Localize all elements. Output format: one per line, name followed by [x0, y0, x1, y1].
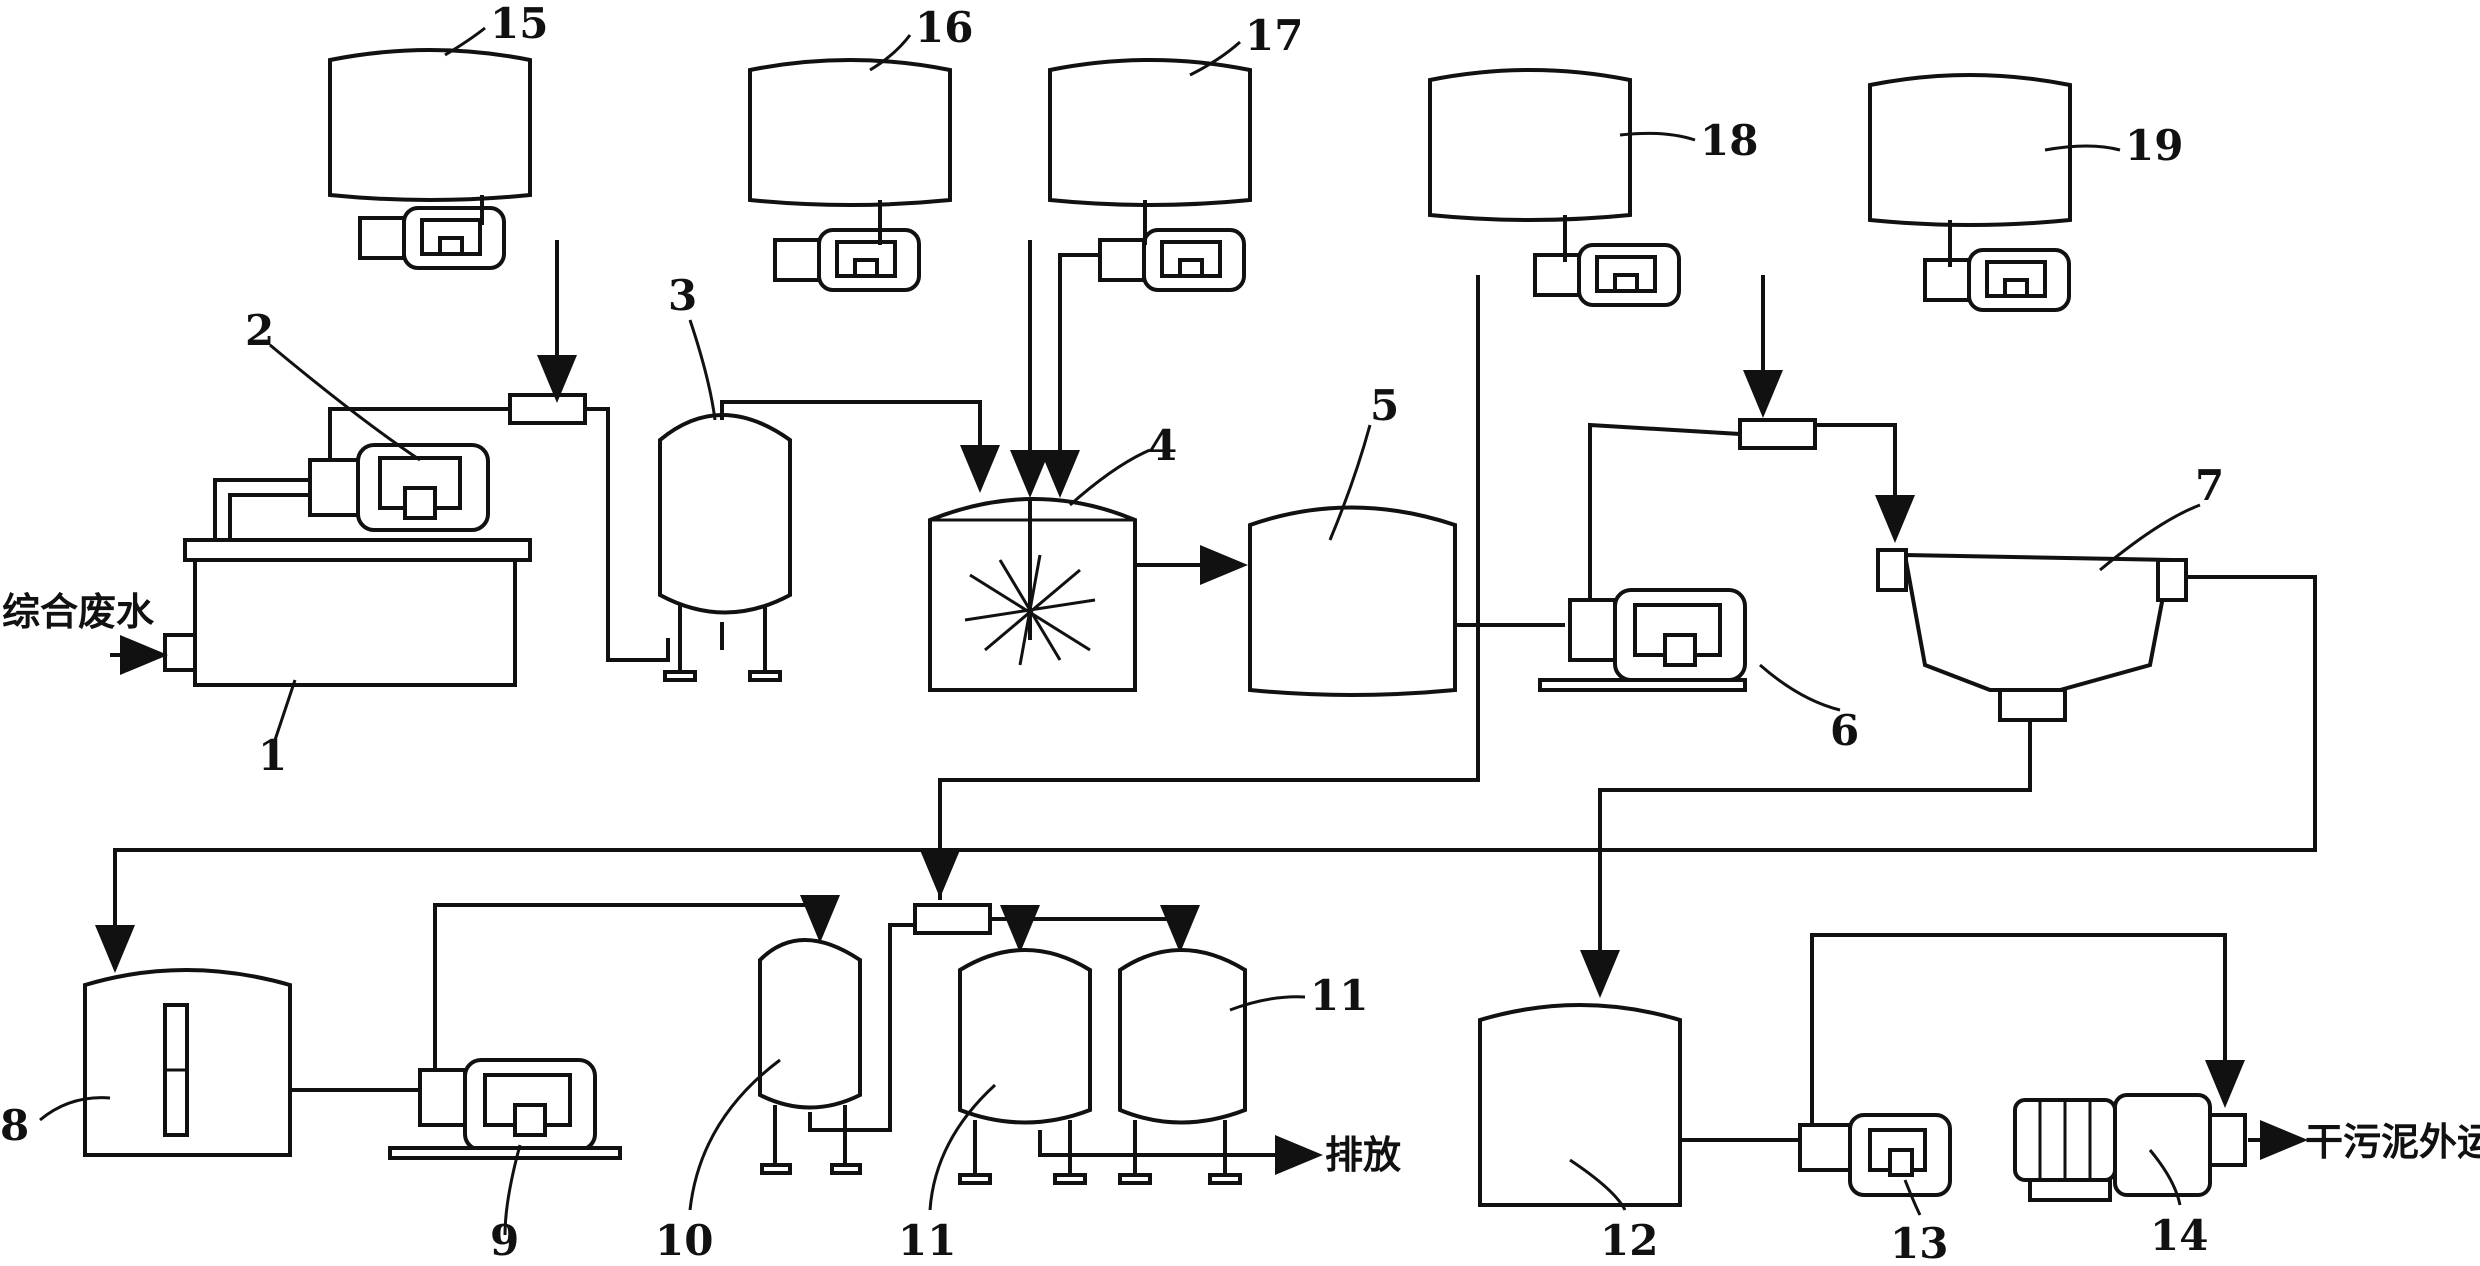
dosing-pump-19	[1923, 248, 2071, 312]
tank-8	[83, 968, 292, 1157]
label-8: 8	[0, 1101, 29, 1150]
label-9: 9	[490, 1216, 519, 1265]
vessel-10	[758, 938, 862, 1175]
vessel-11a	[958, 948, 1092, 1185]
label-11b: 11	[1310, 971, 1368, 1020]
label-1: 1	[258, 731, 287, 780]
label-12: 12	[1600, 1216, 1658, 1265]
dosing-tank-17	[1048, 58, 1252, 292]
pump-9	[388, 1058, 622, 1160]
sludge-out-label: 干污泥外运	[2305, 1120, 2480, 1164]
equipment-labels: 15 16 17 18 19 2 3 4 5 6 7 1 8 9 10 11 1…	[0, 0, 2224, 1266]
lift-pump-2	[213, 443, 490, 540]
inlet-label: 综合废水	[2, 590, 155, 634]
tank-5	[1248, 505, 1457, 697]
vessel-11b	[1118, 948, 1247, 1185]
label-14: 14	[2150, 1211, 2208, 1260]
collection-tank-1	[110, 538, 532, 687]
discharge-label: 排放	[1325, 1133, 1401, 1177]
label-4: 4	[1148, 421, 1177, 470]
label-10: 10	[655, 1216, 713, 1265]
leader-lines	[39, 26, 2201, 1236]
pump-6	[1538, 588, 1747, 692]
dosing-tank-19	[1868, 73, 2072, 312]
mixer-node-1	[508, 393, 587, 425]
label-3: 3	[668, 271, 697, 320]
label-17: 17	[1245, 11, 1303, 60]
mixer-node-3	[913, 903, 992, 935]
label-5: 5	[1370, 381, 1399, 430]
reaction-tank-4	[928, 497, 1137, 692]
label-6: 6	[1830, 706, 1859, 755]
label-19: 19	[2125, 121, 2183, 170]
sludge-pump-13	[1798, 1113, 1952, 1197]
dosing-pump-18	[1533, 243, 1681, 307]
label-15: 15	[490, 0, 548, 48]
label-2: 2	[245, 306, 274, 355]
mixer-node-2	[1738, 418, 1817, 450]
flow-annotations: 综合废水 排放 干污泥外运	[2, 590, 2480, 1177]
label-11a: 11	[898, 1216, 956, 1265]
dosing-tank-18	[1428, 68, 1681, 307]
dewatering-machine-14	[2013, 1093, 2247, 1202]
dosing-tank-16	[748, 58, 952, 292]
label-13: 13	[1890, 1219, 1948, 1266]
sludge-tank-12	[1478, 1003, 1682, 1207]
label-16: 16	[915, 3, 973, 52]
dosing-pump-16	[773, 228, 921, 292]
vessel-3	[658, 413, 792, 682]
clarifier-7	[1876, 548, 2188, 722]
dosing-pump-17	[1098, 228, 1246, 292]
label-18: 18	[1700, 116, 1758, 165]
dosing-tank-15	[328, 48, 532, 270]
label-7: 7	[2195, 461, 2224, 510]
